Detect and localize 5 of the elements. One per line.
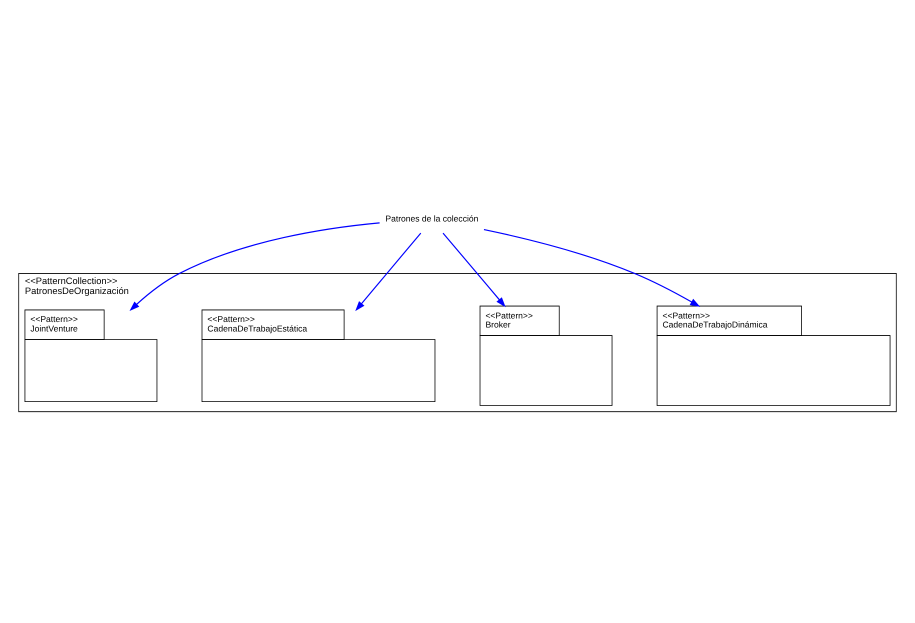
arrow [484, 228, 700, 307]
arrow [130, 222, 380, 312]
arrow [355, 232, 422, 312]
node-text: Patrones de la colección [385, 213, 478, 224]
arrow [442, 232, 506, 308]
